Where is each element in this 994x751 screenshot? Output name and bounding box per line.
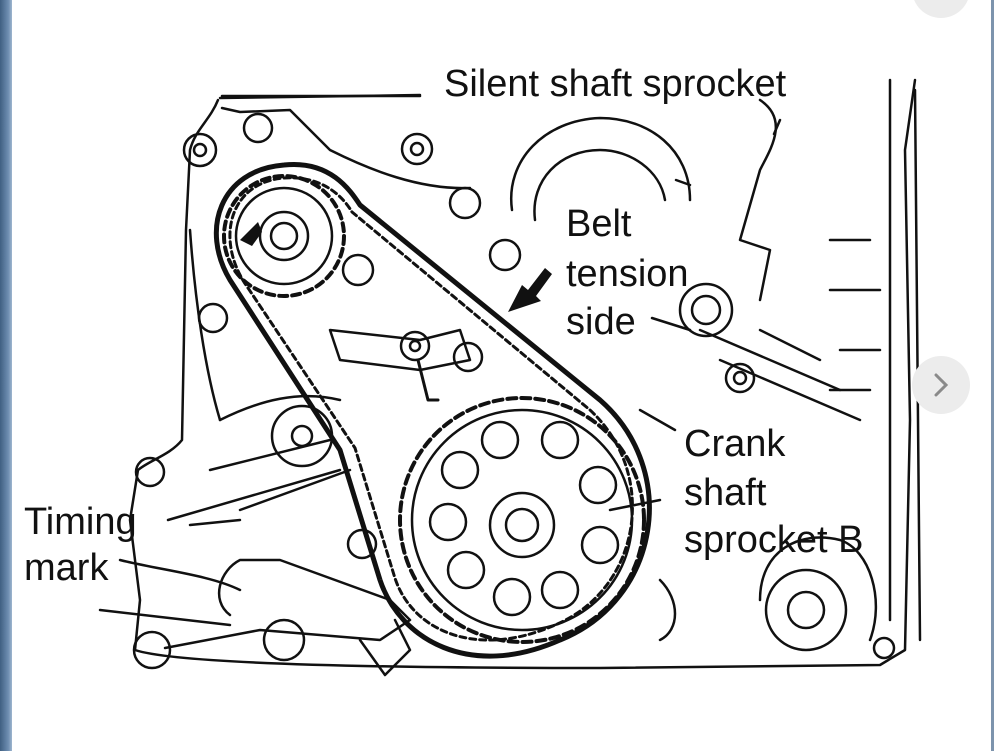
- leader-crank-shaft: [608, 408, 677, 512]
- label-side: side: [566, 301, 636, 343]
- expand-button[interactable]: [912, 0, 970, 18]
- label-belt: Belt: [566, 203, 632, 245]
- label-silent-shaft-sprocket: Silent shaft sprocket: [444, 63, 787, 105]
- diagram-labels: Silent shaft sprocket Belt tension side …: [24, 63, 864, 589]
- label-mark: mark: [24, 547, 109, 589]
- engine-block-outline: [128, 78, 917, 670]
- window-frame-left: [0, 0, 12, 751]
- tension-arrow-icon: [508, 268, 552, 312]
- label-timing: Timing: [24, 501, 137, 543]
- leader-timing-mark: [166, 468, 342, 527]
- next-image-button[interactable]: [912, 356, 970, 414]
- chevron-right-icon: [934, 373, 949, 397]
- timing-belt-diagram: Silent shaft sprocket Belt tension side …: [24, 63, 922, 677]
- crank-shaft-sprocket: [398, 396, 646, 644]
- direction-arrow-icon: [240, 222, 262, 246]
- label-shaft: shaft: [684, 472, 767, 514]
- leader-belt-tension: [650, 316, 692, 332]
- label-tension: tension: [566, 253, 689, 295]
- window-frame-right: [991, 0, 994, 751]
- belt-tensioner: [328, 328, 472, 372]
- silent-shaft-sprocket: [222, 174, 346, 298]
- timing-belt: [213, 161, 652, 659]
- label-sprocket-b: sprocket B: [684, 519, 864, 561]
- label-crank: Crank: [684, 423, 786, 465]
